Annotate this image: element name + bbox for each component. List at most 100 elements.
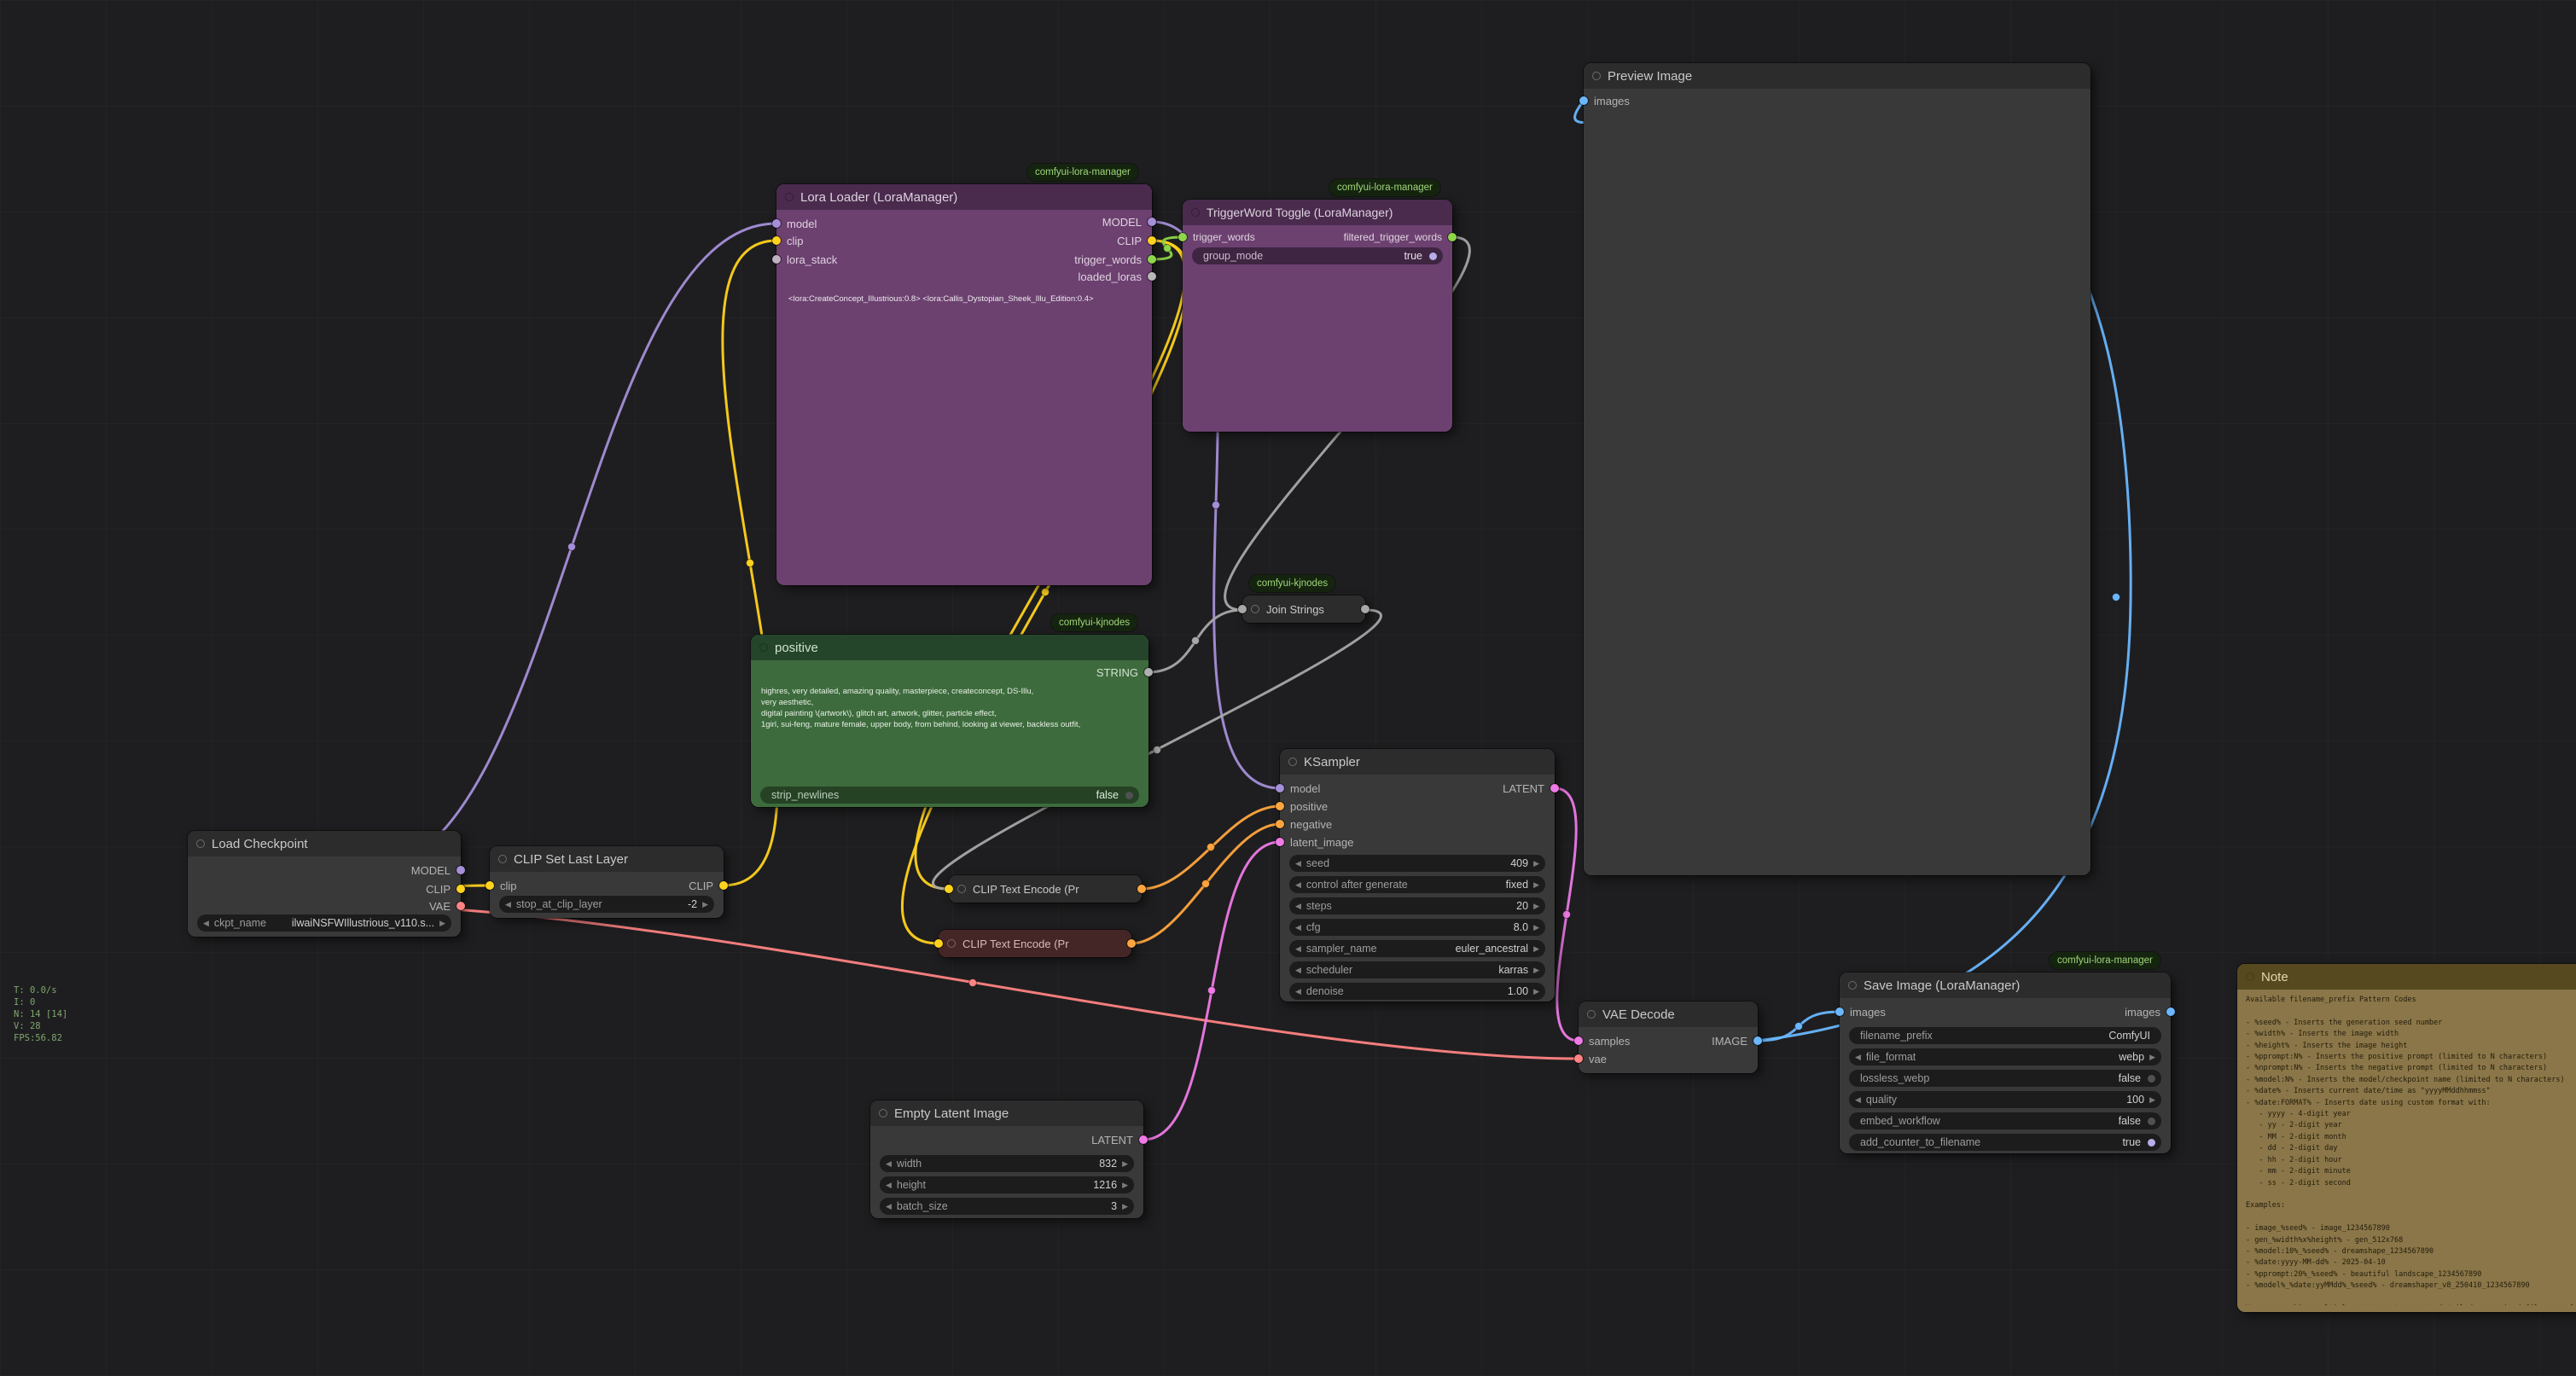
input-slot-model[interactable]: model bbox=[1276, 781, 1320, 795]
node-positive-prompt[interactable]: positive STRING highres, very detailed, … bbox=[751, 635, 1153, 807]
node-lora-loader[interactable]: Lora Loader (LoraManager) model clip lor… bbox=[772, 184, 1156, 585]
widget-group-mode[interactable]: group_mode true bbox=[1192, 247, 1443, 264]
collapse-toggle-icon[interactable] bbox=[879, 1109, 887, 1118]
collapse-toggle-icon[interactable] bbox=[1587, 1010, 1596, 1019]
output-slot-filtered-trigger-words[interactable]: filtered_trigger_words bbox=[1344, 230, 1457, 244]
node-titlebar[interactable]: CLIP Text Encode (Pr bbox=[949, 875, 1142, 903]
port-dot-clip[interactable] bbox=[772, 236, 781, 245]
port-dot-string[interactable] bbox=[1144, 668, 1153, 676]
port-dot-clip[interactable] bbox=[486, 881, 494, 890]
node-titlebar[interactable]: TriggerWord Toggle (LoraManager) bbox=[1183, 200, 1452, 225]
node-titlebar[interactable]: Load Checkpoint bbox=[188, 831, 461, 856]
output-slot-trigger-words[interactable]: trigger_words bbox=[1074, 253, 1156, 266]
collapsed-output-dot[interactable] bbox=[1361, 605, 1369, 613]
input-slot-samples[interactable]: samples bbox=[1574, 1034, 1630, 1048]
node-titlebar[interactable]: Lora Loader (LoraManager) bbox=[776, 184, 1152, 210]
next-arrow-icon[interactable]: ▶ bbox=[1533, 965, 1539, 974]
collapse-toggle-icon[interactable] bbox=[947, 939, 956, 948]
port-dot-image[interactable] bbox=[1753, 1036, 1762, 1045]
collapse-toggle-icon[interactable] bbox=[196, 839, 205, 848]
port-dot-lora-stack[interactable] bbox=[772, 255, 781, 264]
prev-arrow-icon[interactable]: ◀ bbox=[1295, 922, 1301, 932]
collapsed-input-dot[interactable] bbox=[934, 939, 943, 948]
node-titlebar[interactable]: Note bbox=[2237, 964, 2576, 990]
collapsed-input-dot[interactable] bbox=[945, 885, 953, 893]
collapse-toggle-icon[interactable] bbox=[785, 193, 794, 201]
port-dot-conditioning[interactable] bbox=[1276, 820, 1284, 828]
prev-arrow-icon[interactable]: ◀ bbox=[886, 1180, 892, 1189]
note-text[interactable]: Available filename_prefix Pattern Codes … bbox=[2246, 996, 2576, 1305]
port-dot-image[interactable] bbox=[1835, 1007, 1844, 1016]
port-dot-latent[interactable] bbox=[1574, 1036, 1583, 1045]
collapse-toggle-icon[interactable] bbox=[498, 855, 507, 863]
port-dot-model[interactable] bbox=[1276, 784, 1284, 793]
next-arrow-icon[interactable]: ▶ bbox=[1122, 1180, 1128, 1189]
node-titlebar[interactable]: Empty Latent Image bbox=[870, 1100, 1143, 1126]
prev-arrow-icon[interactable]: ◀ bbox=[1855, 1052, 1861, 1061]
prev-arrow-icon[interactable]: ◀ bbox=[1295, 880, 1301, 889]
node-titlebar[interactable]: CLIP Text Encode (Pr bbox=[939, 930, 1131, 957]
prev-arrow-icon[interactable]: ◀ bbox=[1855, 1094, 1861, 1104]
node-note[interactable]: Note Available filename_prefix Pattern C… bbox=[2237, 964, 2576, 1312]
next-arrow-icon[interactable]: ▶ bbox=[1122, 1158, 1128, 1168]
node-join-strings[interactable]: Join Strings bbox=[1238, 595, 1369, 623]
port-dot-latent[interactable] bbox=[1139, 1135, 1148, 1144]
output-slot-vae[interactable]: VAE bbox=[429, 899, 465, 913]
port-dot-filtered-trigger-words[interactable] bbox=[1448, 233, 1457, 241]
node-titlebar[interactable]: Save Image (LoraManager) bbox=[1840, 972, 2171, 998]
output-slot-latent[interactable]: LATENT bbox=[1091, 1133, 1148, 1147]
collapse-toggle-icon[interactable] bbox=[1592, 72, 1601, 80]
next-arrow-icon[interactable]: ▶ bbox=[1533, 901, 1539, 910]
next-arrow-icon[interactable]: ▶ bbox=[1122, 1201, 1128, 1211]
input-slot-clip[interactable]: clip bbox=[772, 234, 804, 247]
prev-arrow-icon[interactable]: ◀ bbox=[886, 1158, 892, 1168]
port-dot-latent[interactable] bbox=[1550, 784, 1559, 793]
input-slot-images[interactable]: images bbox=[1835, 1005, 1886, 1019]
port-dot-clip[interactable] bbox=[719, 881, 728, 890]
port-dot-trigger-words[interactable] bbox=[1148, 255, 1156, 264]
output-slot-clip[interactable]: CLIP bbox=[689, 879, 728, 892]
output-slot-clip[interactable]: CLIP bbox=[1117, 234, 1156, 247]
port-dot-vae[interactable] bbox=[1574, 1054, 1583, 1063]
lora-tags-text[interactable]: <lora:CreateConcept_Illustrious:0.8> <lo… bbox=[788, 294, 1094, 304]
node-triggerword-toggle[interactable]: TriggerWord Toggle (LoraManager) trigger… bbox=[1178, 200, 1457, 432]
toggle-indicator-icon[interactable] bbox=[1125, 791, 1133, 799]
output-slot-images[interactable]: images bbox=[2125, 1005, 2175, 1019]
port-dot-latent[interactable] bbox=[1276, 838, 1284, 846]
collapsed-input-dot[interactable] bbox=[1238, 605, 1247, 613]
input-slot-clip[interactable]: clip bbox=[486, 879, 517, 892]
node-titlebar[interactable]: VAE Decode bbox=[1579, 1002, 1758, 1027]
collapse-toggle-icon[interactable] bbox=[759, 643, 768, 652]
collapsed-output-dot[interactable] bbox=[1127, 939, 1136, 948]
port-dot-trigger-words[interactable] bbox=[1178, 233, 1187, 241]
node-preview-image[interactable]: Preview Image images bbox=[1579, 63, 2090, 875]
next-arrow-icon[interactable]: ▶ bbox=[1533, 922, 1539, 932]
input-slot-trigger-words[interactable]: trigger_words bbox=[1178, 230, 1255, 244]
node-titlebar[interactable]: CLIP Set Last Layer bbox=[490, 846, 724, 872]
next-arrow-icon[interactable]: ▶ bbox=[1533, 943, 1539, 953]
next-arrow-icon[interactable]: ▶ bbox=[1533, 880, 1539, 889]
port-dot-image[interactable] bbox=[1579, 96, 1588, 105]
port-dot-model[interactable] bbox=[772, 219, 781, 228]
prev-arrow-icon[interactable]: ◀ bbox=[1295, 986, 1301, 996]
next-arrow-icon[interactable]: ▶ bbox=[439, 918, 445, 927]
prev-arrow-icon[interactable]: ◀ bbox=[505, 899, 511, 909]
toggle-indicator-icon[interactable] bbox=[1429, 252, 1437, 260]
node-clip-set-last-layer[interactable]: CLIP Set Last Layer clip CLIP ◀stop_at_c… bbox=[486, 846, 728, 918]
prev-arrow-icon[interactable]: ◀ bbox=[886, 1201, 892, 1211]
node-titlebar[interactable]: positive bbox=[751, 635, 1148, 660]
toggle-indicator-icon[interactable] bbox=[2148, 1117, 2155, 1125]
